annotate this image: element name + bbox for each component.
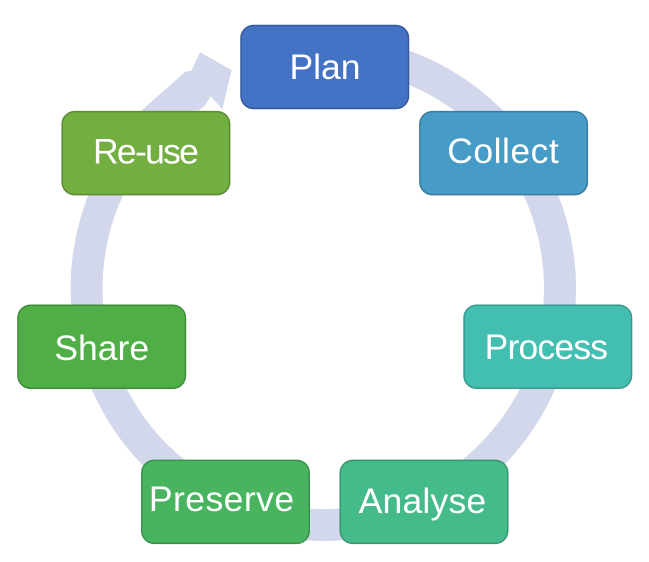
svg-text:Plan: Plan [289, 47, 360, 87]
svg-text:Analyse: Analyse [359, 481, 487, 521]
svg-text:Collect: Collect [447, 131, 559, 171]
svg-text:Share: Share [54, 328, 149, 368]
svg-text:Preserve: Preserve [149, 479, 295, 519]
svg-text:Process: Process [485, 327, 608, 367]
svg-text:Re-use: Re-use [93, 131, 198, 171]
